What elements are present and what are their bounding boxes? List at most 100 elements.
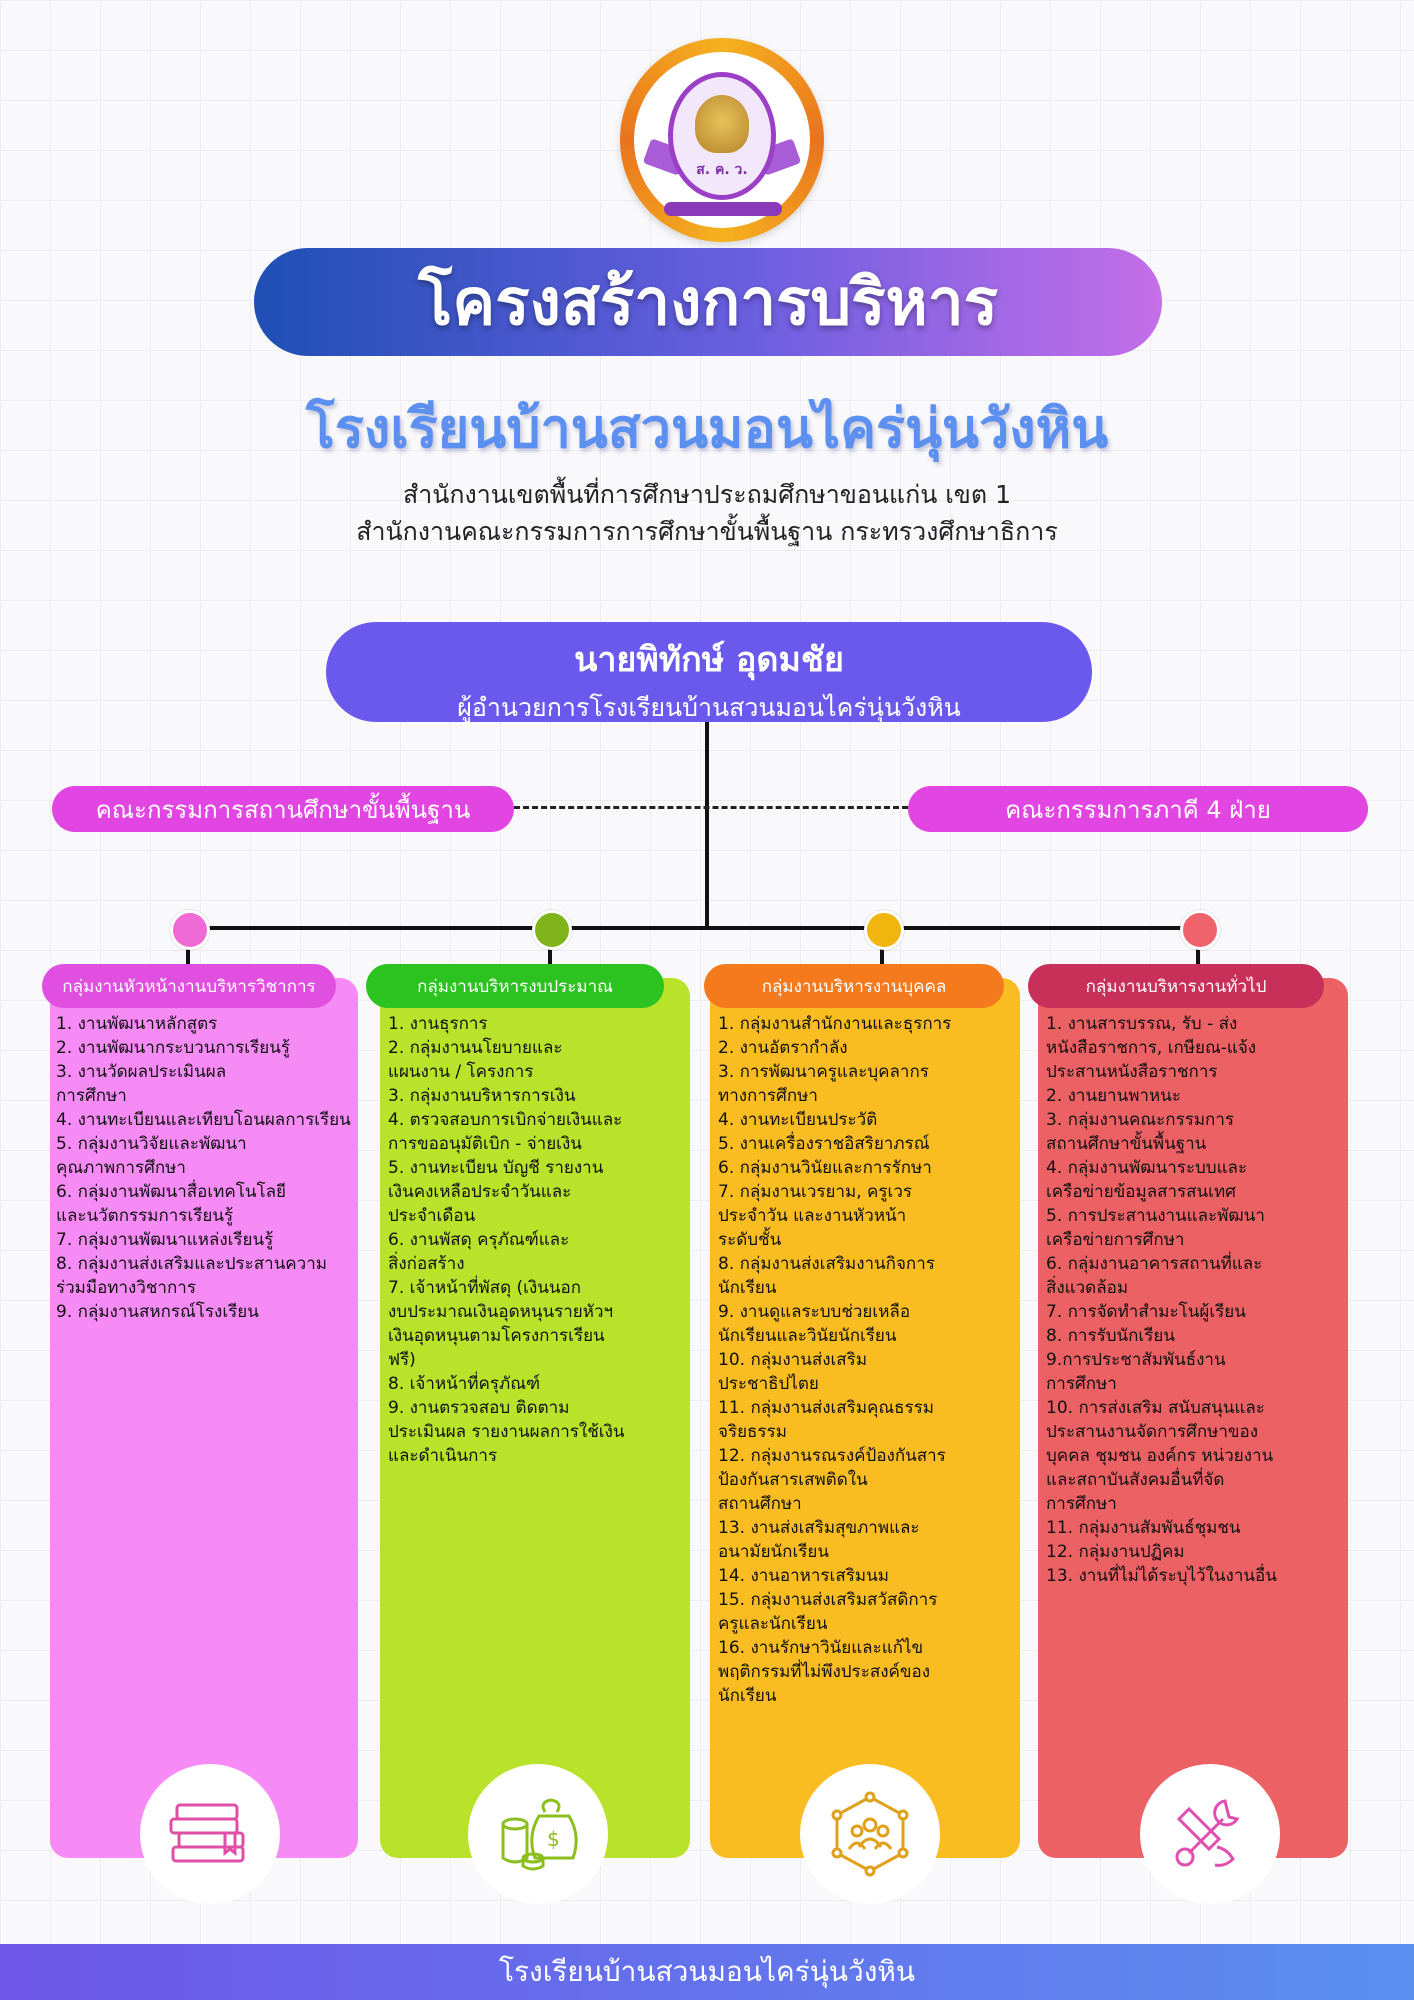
list-item: เงินอุดหนุนตามโครงการเรียน — [388, 1326, 605, 1346]
list-item: 1. กลุ่มงานสำนักงานและธุรการ — [718, 1014, 952, 1034]
list-item: ประสานงานจัดการศึกษาของ — [1046, 1422, 1259, 1442]
sub-line-1: สำนักงานเขตพื้นที่การศึกษาประถมศึกษาขอนแ… — [403, 480, 1011, 509]
list-item: 1. งานพัฒนาหลักสูตร — [56, 1014, 218, 1034]
list-item: การขออนุมัติเบิก - จ่ายเงิน — [388, 1134, 582, 1154]
committee-four-parties: คณะกรรมการภาคี 4 ฝ่าย — [908, 786, 1368, 832]
column-general-title: กลุ่มงานบริหารงานทั่วไป — [1028, 964, 1324, 1008]
list-item: 1. งานธุรการ — [388, 1014, 488, 1034]
list-item: 10. กลุ่มงานส่งเสริม — [718, 1350, 868, 1370]
logo-band — [664, 202, 782, 216]
list-item: การศึกษา — [56, 1086, 127, 1106]
list-item: การศึกษา — [1046, 1494, 1117, 1514]
list-item: 5. กลุ่มงานวิจัยและพัฒนา — [56, 1134, 247, 1154]
list-item: 12. กลุ่มงานรณรงค์ป้องกันสาร — [718, 1446, 946, 1466]
list-item: หนังสือราชการ, เกษียณ-แจ้ง — [1046, 1038, 1257, 1058]
list-item: 9. กลุ่มงานสหกรณ์โรงเรียน — [56, 1302, 259, 1322]
list-item: 8. กลุ่มงานส่งเสริมงานกิจการ — [718, 1254, 935, 1274]
list-item: 9.การประชาสัมพันธ์งาน — [1046, 1350, 1226, 1370]
column-personnel-title: กลุ่มงานบริหารงานบุคคล — [704, 964, 1004, 1008]
logo-inner: ส. ค. ว. — [634, 52, 810, 228]
list-item: 8. การรับนักเรียน — [1046, 1326, 1175, 1346]
node-academic — [170, 910, 210, 950]
list-item: ประสานหนังสือราชการ — [1046, 1062, 1218, 1082]
list-item: 9. งานตรวจสอบ ติดตาม — [388, 1398, 570, 1418]
column-personnel-list: 1. กลุ่มงานสำนักงานและธุรการ 2. งานอัตราก… — [718, 1012, 1014, 1708]
list-item: 7. กลุ่มงานเวรยาม, ครูเวร — [718, 1182, 913, 1202]
list-item: และดำเนินการ — [388, 1446, 498, 1466]
list-item: เครือข่ายข้อมูลสารสนเทศ — [1046, 1182, 1236, 1202]
list-item: การศึกษา — [1046, 1374, 1117, 1394]
svg-text:$: $ — [547, 1827, 560, 1851]
list-item: อนามัยนักเรียน — [718, 1542, 829, 1562]
list-item: ประเมินผล รายงานผลการใช้เงิน — [388, 1422, 625, 1442]
director-title: ผู้อำนวยการโรงเรียนบ้านสวนมอนไคร่นุ่นวัง… — [457, 693, 961, 722]
logo-letters: ส. ค. ว. — [696, 162, 748, 178]
list-item: 11. กลุ่มงานสัมพันธ์ชุมชน — [1046, 1518, 1241, 1538]
list-item: ร่วมมือทางวิชาการ — [56, 1278, 196, 1298]
list-item: 4. กลุ่มงานพัฒนาระบบและ — [1046, 1158, 1248, 1178]
list-item: แผนงาน / โครงการ — [388, 1062, 534, 1082]
list-item: 2. งานยานพาหนะ — [1046, 1086, 1181, 1106]
list-item: 8. กลุ่มงานส่งเสริมและประสานความ — [56, 1254, 327, 1274]
page-title: โครงสร้างการบริหาร — [418, 266, 998, 340]
list-item: 11. กลุ่มงานส่งเสริมคุณธรรม — [718, 1398, 935, 1418]
list-item: 14. งานอาหารเสริมนม — [718, 1566, 889, 1586]
column-general — [1038, 978, 1348, 1858]
list-item: 4. ตรวจสอบการเบิกจ่ายเงินและ — [388, 1110, 623, 1130]
column-general-list: 1. งานสารบรรณ, รับ - ส่งหนังสือราชการ, เ… — [1046, 1012, 1342, 1588]
committee-basic-education: คณะกรรมการสถานศึกษาขั้นพื้นฐาน — [52, 786, 514, 832]
list-item: 16. งานรักษาวินัยและแก้ไข — [718, 1638, 924, 1658]
list-item: ประจำวัน และงานหัวหน้า — [718, 1206, 907, 1226]
list-item: 5. งานเครื่องราชอิสริยาภรณ์ — [718, 1134, 930, 1154]
list-item: 10. การส่งเสริม สนับสนุนและ — [1046, 1398, 1265, 1418]
list-item: 6. งานพัสดุ ครุภัณฑ์และ — [388, 1230, 570, 1250]
money-icon: $ — [468, 1764, 608, 1904]
list-item: 13. งานที่ไม่ได้ระบุไว้ในงานอื่น — [1046, 1566, 1277, 1586]
column-personnel — [710, 978, 1020, 1858]
column-academic — [50, 978, 358, 1858]
list-item: และสถาบันสังคมอื่นที่จัด — [1046, 1470, 1225, 1490]
list-item: 7. เจ้าหน้าที่พัสดุ (เงินนอก — [388, 1278, 582, 1298]
list-item: 12. กลุ่มงานปฏิคม — [1046, 1542, 1185, 1562]
node-personnel — [864, 910, 904, 950]
list-item: งบประมาณเงินอุดหนุนรายหัวฯ — [388, 1302, 614, 1322]
school-name: โรงเรียนบ้านสวนมอนไคร่นุ่นวังหิน — [305, 397, 1109, 460]
list-item: 2. งานอัตรากำลัง — [718, 1038, 848, 1058]
list-item: คุณภาพการศึกษา — [56, 1158, 186, 1178]
list-item: 5. งานทะเบียน บัญชี รายงาน — [388, 1158, 604, 1178]
list-item: 3. การพัฒนาครูและบุคลากร — [718, 1062, 929, 1082]
director-box: นายพิทักษ์ อุดมชัย ผู้อำนวยการโรงเรียนบ้… — [326, 622, 1092, 722]
list-item: 3. กลุ่มงานคณะกรรมการ — [1046, 1110, 1235, 1130]
list-item: ฟรี) — [388, 1350, 416, 1370]
list-item: 3. งานวัดผลประเมินผล — [56, 1062, 227, 1082]
node-general — [1180, 910, 1220, 950]
committee-dashed-line — [514, 806, 908, 809]
director-name: นายพิทักษ์ อุดมชัย — [574, 640, 844, 680]
list-item: สถานศึกษาขั้นพื้นฐาน — [1046, 1134, 1207, 1154]
list-item: ครูและนักเรียน — [718, 1614, 828, 1634]
list-item: 2. งานพัฒนากระบวนการเรียนรู้ — [56, 1038, 290, 1058]
list-item: สถานศึกษา — [718, 1494, 802, 1514]
list-item: นักเรียนและวินัยนักเรียน — [718, 1326, 897, 1346]
people-network-icon — [800, 1764, 940, 1904]
list-item: ระดับชั้น — [718, 1230, 782, 1250]
list-item: เงินคงเหลือประจำวันและ — [388, 1182, 572, 1202]
list-item: 5. การประสานงานและพัฒนา — [1046, 1206, 1265, 1226]
list-item: ประจำเดือน — [388, 1206, 476, 1226]
column-academic-list: 1. งานพัฒนาหลักสูตร 2. งานพัฒนากระบวนการเ… — [56, 1012, 352, 1324]
footer-bar: โรงเรียนบ้านสวนมอนไคร่นุ่นวังหิน — [0, 1944, 1414, 2000]
list-item: บุคคล ชุมชน องค์กร หน่วยงาน — [1046, 1446, 1274, 1466]
list-item: และนวัตกรรมการเรียนรู้ — [56, 1206, 234, 1226]
list-item: ประชาธิปไตย — [718, 1374, 819, 1394]
column-academic-title: กลุ่มงานหัวหน้างานบริหารวิชาการ — [42, 964, 336, 1008]
list-item: 1. งานสารบรรณ, รับ - ส่ง — [1046, 1014, 1238, 1034]
list-item: 4. งานทะเบียนและเทียบโอนผลการเรียน — [56, 1110, 351, 1130]
list-item: 6. กลุ่มงานพัฒนาสื่อเทคโนโลยี — [56, 1182, 286, 1202]
column-budget-title: กลุ่มงานบริหารงบประมาณ — [366, 964, 664, 1008]
sub-line-2: สำนักงานคณะกรรมการการศึกษาขั้นพื้นฐาน กร… — [356, 517, 1058, 546]
list-item: ป้องกันสารเสพติดใน — [718, 1470, 868, 1490]
list-item: 6. กลุ่มงานอาคารสถานที่และ — [1046, 1254, 1263, 1274]
list-item: ทางการศึกษา — [718, 1086, 818, 1106]
list-item: 3. กลุ่มงานบริหารการเงิน — [388, 1086, 576, 1106]
